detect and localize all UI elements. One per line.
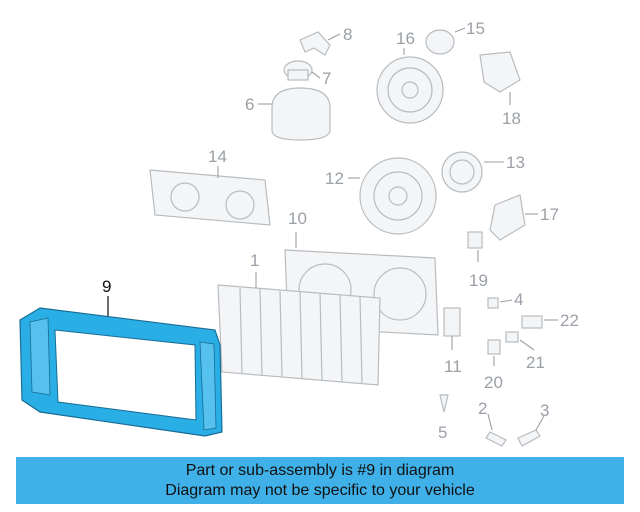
part-15-motor: 15 — [425, 19, 485, 55]
part-1-radiator: 1 — [217, 251, 381, 386]
part-2-hose: 2 — [478, 399, 507, 447]
callout-20: 20 — [484, 373, 503, 392]
callout-17: 17 — [540, 205, 559, 224]
callout-1: 1 — [250, 251, 259, 270]
callout-2: 2 — [478, 399, 487, 418]
part-4-clip: 4 — [487, 290, 523, 309]
parts-diagram: 8 7 6 16 15 18 14 — [19, 19, 579, 447]
banner-line-1: Part or sub-assembly is #9 in diagram — [185, 462, 455, 479]
part-6-reservoir: 6 — [245, 87, 331, 141]
callout-13: 13 — [506, 153, 525, 172]
part-20-sensor: 20 — [484, 339, 503, 392]
notice-banner: Part or sub-assembly is #9 in diagram Di… — [16, 457, 624, 504]
callout-21: 21 — [526, 353, 545, 372]
part-9-front-panel-highlighted: 9 — [19, 277, 223, 437]
callout-8: 8 — [343, 25, 352, 44]
banner-line-2: Diagram may not be specific to your vehi… — [165, 482, 475, 499]
callout-10: 10 — [288, 209, 307, 228]
callout-9: 9 — [102, 277, 111, 296]
callout-4: 4 — [514, 290, 523, 309]
callout-11: 11 — [444, 357, 462, 376]
callout-6: 6 — [245, 95, 254, 114]
part-19-sensor: 19 — [467, 231, 488, 290]
part-11-bracket: 11 — [443, 307, 462, 376]
callout-12: 12 — [325, 169, 344, 188]
part-3-hose: 3 — [517, 401, 549, 447]
part-22-connector: 22 — [521, 311, 579, 330]
callout-22: 22 — [560, 311, 579, 330]
part-18-module: 18 — [479, 51, 521, 128]
callout-5: 5 — [438, 423, 447, 442]
part-13-fan-ring: 13 — [441, 151, 525, 193]
part-7-cap: 7 — [283, 60, 331, 88]
part-17-bracket: 17 — [489, 194, 559, 241]
callout-16: 16 — [396, 29, 415, 48]
part-21-sensor: 21 — [505, 331, 545, 372]
callout-3: 3 — [540, 401, 549, 420]
callout-19: 19 — [469, 271, 488, 290]
part-8-bracket: 8 — [299, 25, 352, 56]
part-5-bolt: 5 — [438, 394, 449, 442]
callout-18: 18 — [502, 109, 521, 128]
callout-15: 15 — [466, 19, 485, 38]
part-16-fan: 16 — [376, 29, 444, 124]
part-14-shroud: 14 — [149, 147, 271, 226]
part-12-fan-assembly: 12 — [325, 157, 437, 235]
callout-14: 14 — [208, 147, 227, 166]
callout-7: 7 — [322, 69, 331, 88]
